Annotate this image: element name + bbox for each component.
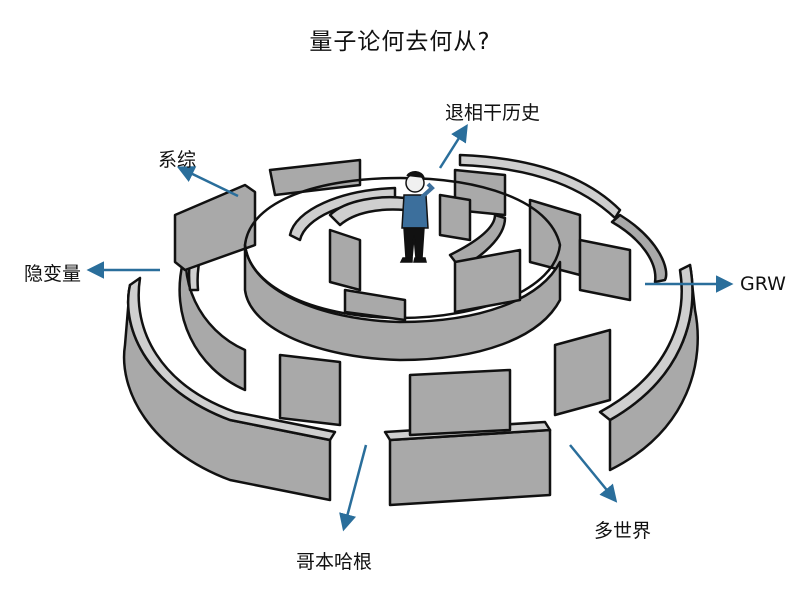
maze-middle-ring — [173, 153, 668, 392]
arrow-ensemble — [176, 166, 239, 198]
label-grw: GRW — [740, 273, 786, 295]
arrows — [86, 124, 734, 532]
label-ensemble: 系综 — [158, 149, 197, 171]
page-title: 量子论何去何从? — [309, 29, 491, 55]
arrow-copenhagen — [339, 444, 368, 532]
label-copenhagen: 哥本哈根 — [296, 551, 373, 573]
label-hidden-variables: 隐变量 — [24, 263, 82, 285]
maze-outer-ring — [122, 263, 699, 507]
arrow-decoherence — [438, 124, 468, 169]
label-decoherence: 退相干历史 — [445, 102, 541, 124]
person-thinking-icon — [399, 171, 435, 263]
label-many-worlds: 多世界 — [594, 520, 652, 542]
maze-inner-ring — [243, 176, 562, 362]
arrow-many-worlds — [569, 444, 618, 503]
